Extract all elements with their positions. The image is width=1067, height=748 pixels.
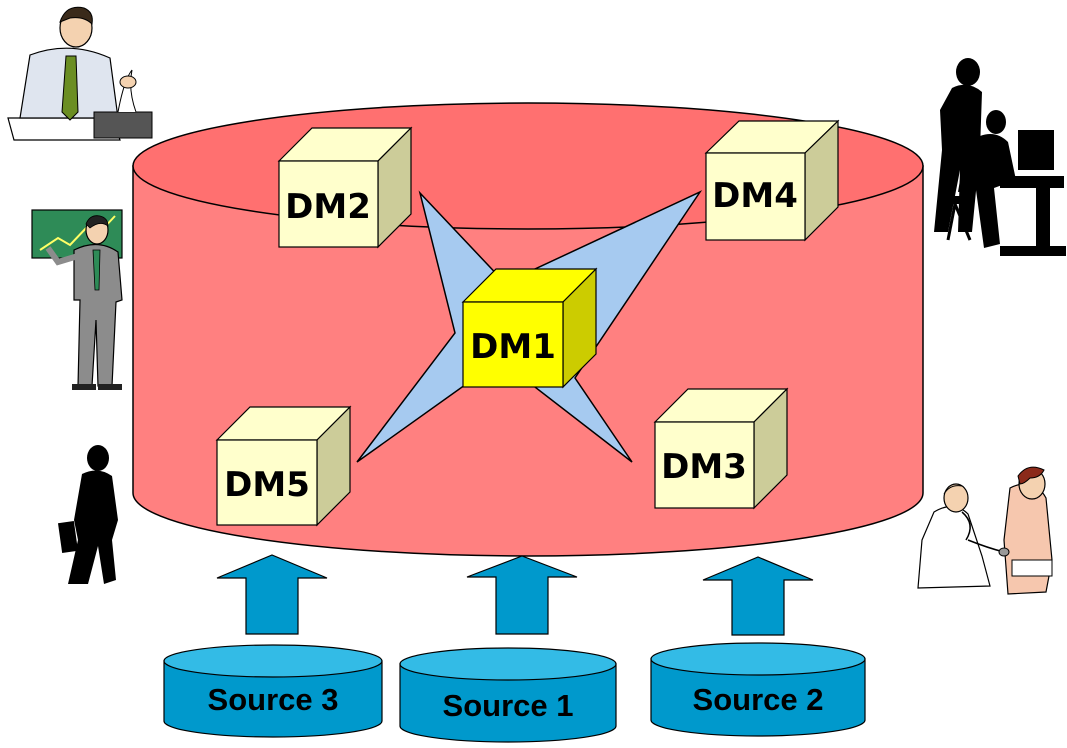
dm5-front bbox=[216, 439, 318, 526]
data-mart-dm3[interactable]: DM3 bbox=[653, 387, 789, 510]
arrow-source-3 bbox=[216, 554, 328, 635]
source-2-top bbox=[650, 642, 866, 676]
source-3-top bbox=[163, 644, 383, 678]
source-3-label: Source 3 bbox=[208, 682, 339, 717]
source-2-label: Source 2 bbox=[693, 682, 824, 717]
doctor-with-patient-icon bbox=[917, 466, 1053, 595]
dm3-front bbox=[654, 421, 755, 509]
walking-businessman-silhouette-icon bbox=[57, 445, 118, 584]
data-mart-dm4[interactable]: DM4 bbox=[704, 119, 840, 242]
man-with-ticker-tape-icon bbox=[7, 6, 153, 141]
source-1-top bbox=[399, 647, 617, 681]
dm4-front bbox=[705, 152, 806, 241]
arrow-source-2 bbox=[702, 556, 814, 636]
source-2-body bbox=[650, 658, 866, 737]
dm1-front bbox=[462, 301, 564, 388]
source-1-database[interactable]: Source 1 bbox=[399, 647, 617, 743]
dm5-label: DM5 bbox=[224, 465, 310, 505]
source-3-database[interactable]: Source 3 bbox=[163, 644, 383, 738]
data-mart-dm2[interactable]: DM2 bbox=[277, 126, 413, 249]
computer-users-silhouette-icon bbox=[934, 58, 1066, 256]
data-mart-dm1[interactable]: DM1 bbox=[461, 267, 598, 389]
source-3-body bbox=[163, 660, 383, 738]
dm3-label: DM3 bbox=[661, 447, 747, 487]
source-2-database[interactable]: Source 2 bbox=[650, 642, 866, 737]
source-1-label: Source 1 bbox=[443, 688, 574, 723]
dm4-label: DM4 bbox=[712, 176, 798, 216]
load-arrows bbox=[216, 554, 814, 636]
dm1-label: DM1 bbox=[470, 327, 556, 367]
presenter-with-chart-icon bbox=[31, 209, 123, 390]
arrow-source-1 bbox=[466, 555, 578, 635]
data-mart-dm5[interactable]: DM5 bbox=[215, 405, 352, 527]
dm2-front bbox=[278, 160, 379, 248]
dm2-label: DM2 bbox=[285, 187, 371, 227]
source-1-body bbox=[399, 663, 617, 743]
